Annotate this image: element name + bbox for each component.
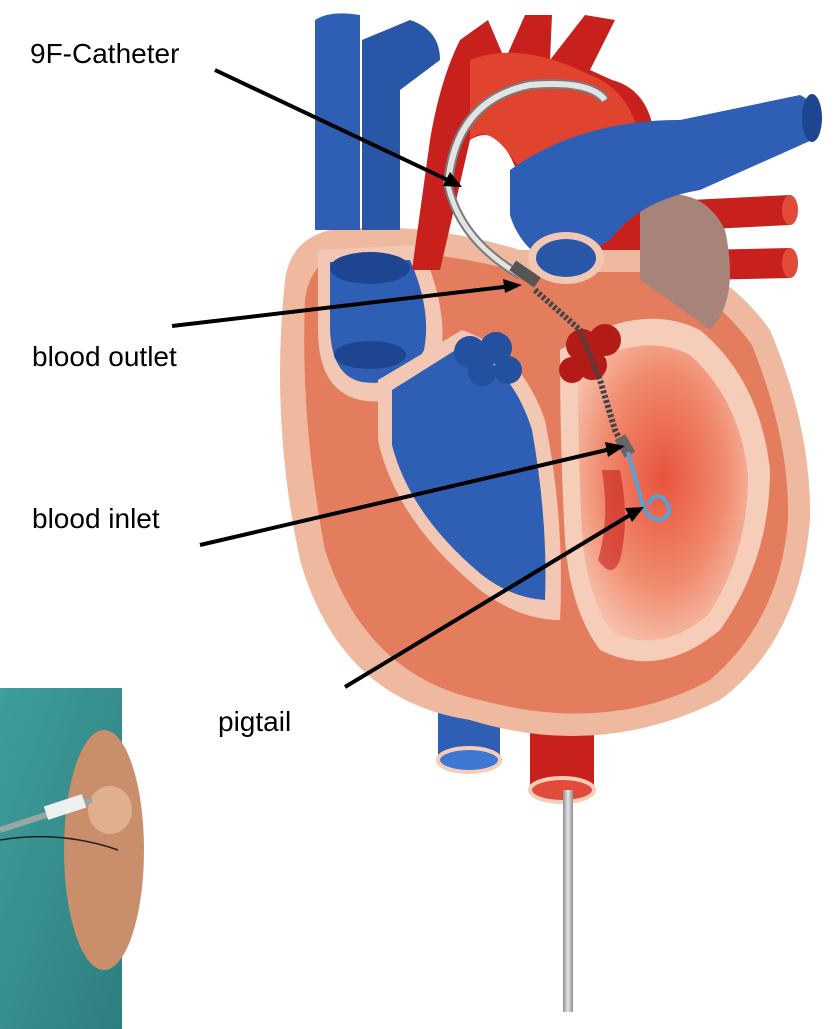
superior-vena-cava [315, 13, 440, 230]
catheter-photo [0, 688, 144, 1029]
label-catheter: 9F-Catheter [30, 40, 179, 68]
catheter-shaft-external [563, 790, 573, 1012]
label-blood-inlet: blood inlet [32, 505, 160, 533]
label-blood-outlet: blood outlet [32, 343, 177, 371]
label-pigtail: pigtail [218, 708, 291, 736]
